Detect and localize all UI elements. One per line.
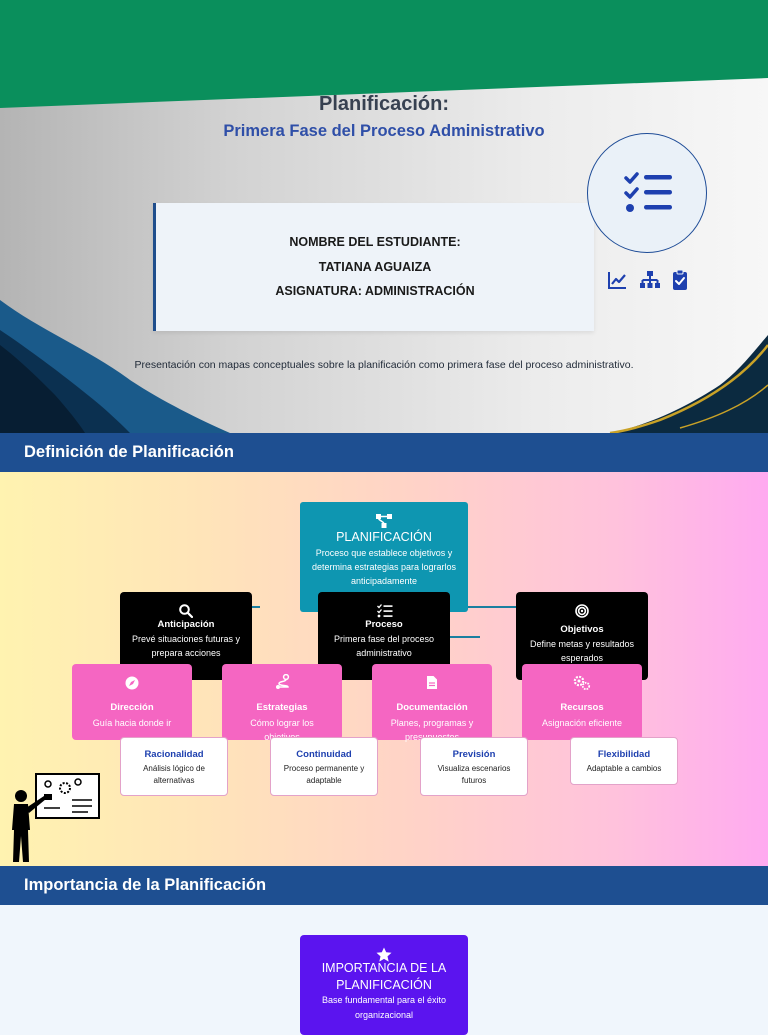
definition-concept-map: PLANIFICACIÓN Proceso que establece obje…	[0, 472, 768, 866]
chart-line-icon	[608, 272, 626, 289]
cover-decoration	[0, 0, 768, 433]
racionalidad-node: Racionalidad Análisis lógico de alternat…	[120, 737, 228, 796]
student-label: NOMBRE DEL ESTUDIANTE:	[289, 235, 461, 249]
documentacion-node: Documentación Planes, programas y presup…	[372, 664, 492, 742]
importance-node: IMPORTANCIA DE LA PLANIFICACIÓN Base fun…	[300, 935, 468, 1035]
presenter-board-illustration	[12, 773, 100, 862]
node-text: Proceso que establece objetivos y determ…	[311, 548, 457, 586]
section-header-importance: Importancia de la Planificación	[0, 866, 768, 905]
clipboard-check-icon	[673, 269, 687, 290]
compass-icon	[125, 676, 139, 690]
node-text: Proceso permanente y adaptable	[283, 764, 365, 785]
connector-line	[468, 606, 516, 608]
student-info-box: NOMBRE DEL ESTUDIANTE: TATIANA AGUAIZA A…	[153, 203, 594, 331]
node-text: Asignación eficiente	[541, 718, 623, 728]
route-icon	[276, 674, 290, 689]
node-title: Proceso	[365, 619, 403, 630]
node-title: Previsión	[452, 749, 496, 760]
node-title: PLANIFICACIÓN	[336, 530, 432, 544]
node-title: Documentación	[396, 702, 468, 713]
cover-subtitle: Primera Fase del Proceso Administrativo	[223, 122, 545, 140]
node-title: Flexibilidad	[597, 749, 651, 760]
checklist-badge	[587, 133, 707, 253]
diagram-icon	[376, 514, 392, 528]
checklist-icon	[624, 172, 672, 212]
list-check-icon	[377, 604, 393, 618]
node-title: Objetivos	[560, 624, 604, 635]
subject-label: ASIGNATURA: ADMINISTRACIÓN	[275, 284, 475, 298]
file-icon	[427, 676, 437, 689]
cover-title: Planificación:	[318, 93, 450, 115]
node-text: Adaptable a cambios	[586, 764, 662, 773]
connector-line	[252, 606, 260, 608]
node-title: IMPORTANCIA DE LA PLANIFICACIÓN	[321, 961, 447, 992]
cover-description: Presentación con mapas conceptuales sobr…	[134, 359, 634, 371]
node-title: Dirección	[110, 702, 154, 713]
target-icon	[575, 604, 589, 618]
node-title: Recursos	[560, 702, 604, 713]
section-header-definition: Definición de Planificación	[0, 433, 768, 472]
search-icon	[179, 604, 193, 618]
star-icon	[376, 947, 392, 962]
node-text: Prevé situaciones futuras y prepara acci…	[131, 634, 241, 658]
node-text: Primera fase del proceso administrativo	[333, 634, 435, 658]
continuidad-node: Continuidad Proceso permanente y adaptab…	[270, 737, 378, 796]
node-text: Visualiza escenarios futuros	[437, 764, 511, 785]
node-title: Continuidad	[296, 749, 352, 760]
direccion-node: Dirección Guía hacia donde ir	[72, 664, 192, 740]
node-text: Guía hacia donde ir	[92, 718, 172, 728]
flexibilidad-node: Flexibilidad Adaptable a cambios	[570, 737, 678, 785]
cover-slide: Planificación: Primera Fase del Proceso …	[0, 0, 768, 433]
sitemap-icon	[640, 271, 660, 288]
recursos-node: Recursos Asignación eficiente	[522, 664, 642, 740]
node-title: Anticipación	[157, 619, 215, 630]
node-title: Racionalidad	[144, 749, 204, 760]
node-text: Define metas y resultados esperados	[529, 639, 635, 663]
student-name: TATIANA AGUAIZA	[318, 260, 432, 274]
estrategias-node: Estrategias Cómo lograr los objetivos	[222, 664, 342, 742]
node-text: Base fundamental para el éxito organizac…	[321, 995, 447, 1020]
node-text: Análisis lógico de alternativas	[143, 764, 205, 785]
node-title: Estrategias	[256, 702, 308, 713]
prevision-node: Previsión Visualiza escenarios futuros	[420, 737, 528, 796]
connector-line	[450, 636, 480, 638]
gears-icon	[573, 675, 591, 690]
